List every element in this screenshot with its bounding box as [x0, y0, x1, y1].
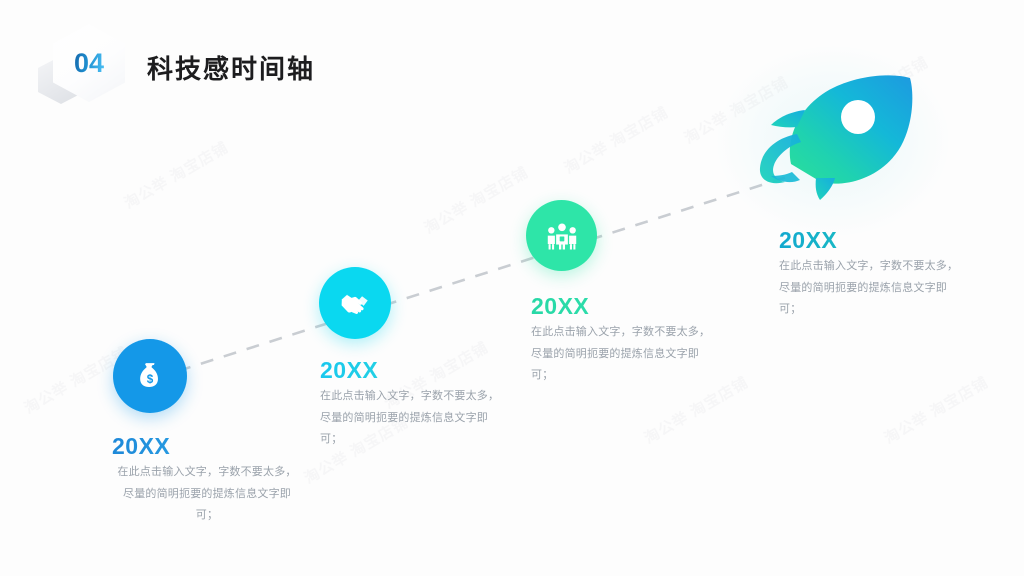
handshake-icon — [341, 294, 368, 314]
people-group-icon — [547, 222, 576, 250]
stage-3-year: 20XX — [531, 293, 731, 319]
timeline-node-1[interactable]: $ — [113, 339, 187, 413]
page-title: 科技感时间轴 — [147, 55, 316, 85]
stage-3-body: 在此点击输入文字，字数不要太多，尽量的简明扼要的提炼信息文字即可； — [531, 325, 711, 382]
stage-2-body: 在此点击输入文字，字数不要太多，尽量的简明扼要的提炼信息文字即可； — [320, 389, 500, 446]
rocket-window — [841, 100, 875, 134]
watermark-text: 淘公举 淘宝店铺 — [421, 164, 532, 238]
section-badge: 04 — [36, 24, 141, 106]
timeline-node-3[interactable] — [526, 200, 597, 271]
stage-4-body: 在此点击输入文字，字数不要太多，尽量的简明扼要的提炼信息文字即可； — [779, 259, 959, 316]
stage-1-bubble[interactable]: $ — [113, 339, 187, 413]
stage-2-year: 20XX — [320, 357, 520, 383]
timeline-node-2[interactable] — [319, 267, 391, 339]
rocket-fin-top — [771, 110, 805, 128]
svg-text:$: $ — [147, 373, 154, 386]
stage-1-body: 在此点击输入文字，字数不要太多，尽量的简明扼要的提炼信息文字即可； — [117, 465, 297, 522]
slide-header: 04 科技感时间轴 — [0, 0, 1024, 115]
stage-1-text: 20XX 在此点击输入文字，字数不要太多，尽量的简明扼要的提炼信息文字即可； — [112, 433, 312, 526]
watermark-text: 淘公举 淘宝店铺 — [881, 374, 992, 448]
rocket-orbit-trail — [759, 134, 801, 184]
rocket-icon — [759, 75, 913, 200]
stage-1-year: 20XX — [112, 433, 312, 459]
stage-2-text: 20XX 在此点击输入文字，字数不要太多，尽量的简明扼要的提炼信息文字即可； — [320, 357, 520, 450]
hexagon-badge-icon: 04 — [53, 24, 125, 102]
timeline-node-4[interactable] — [717, 46, 949, 236]
stage-3-bubble[interactable] — [526, 200, 597, 271]
stage-2-bubble[interactable] — [319, 267, 391, 339]
badge-number: 04 — [73, 47, 105, 78]
watermark-text: 淘公举 淘宝店铺 — [121, 139, 232, 213]
stage-3-text: 20XX 在此点击输入文字，字数不要太多，尽量的简明扼要的提炼信息文字即可； — [531, 293, 731, 386]
money-bag-icon: $ — [140, 363, 158, 387]
stage-4-year: 20XX — [779, 227, 979, 253]
rocket-fin-bottom — [815, 178, 835, 200]
stage-4-text: 20XX 在此点击输入文字，字数不要太多，尽量的简明扼要的提炼信息文字即可； — [779, 227, 979, 320]
